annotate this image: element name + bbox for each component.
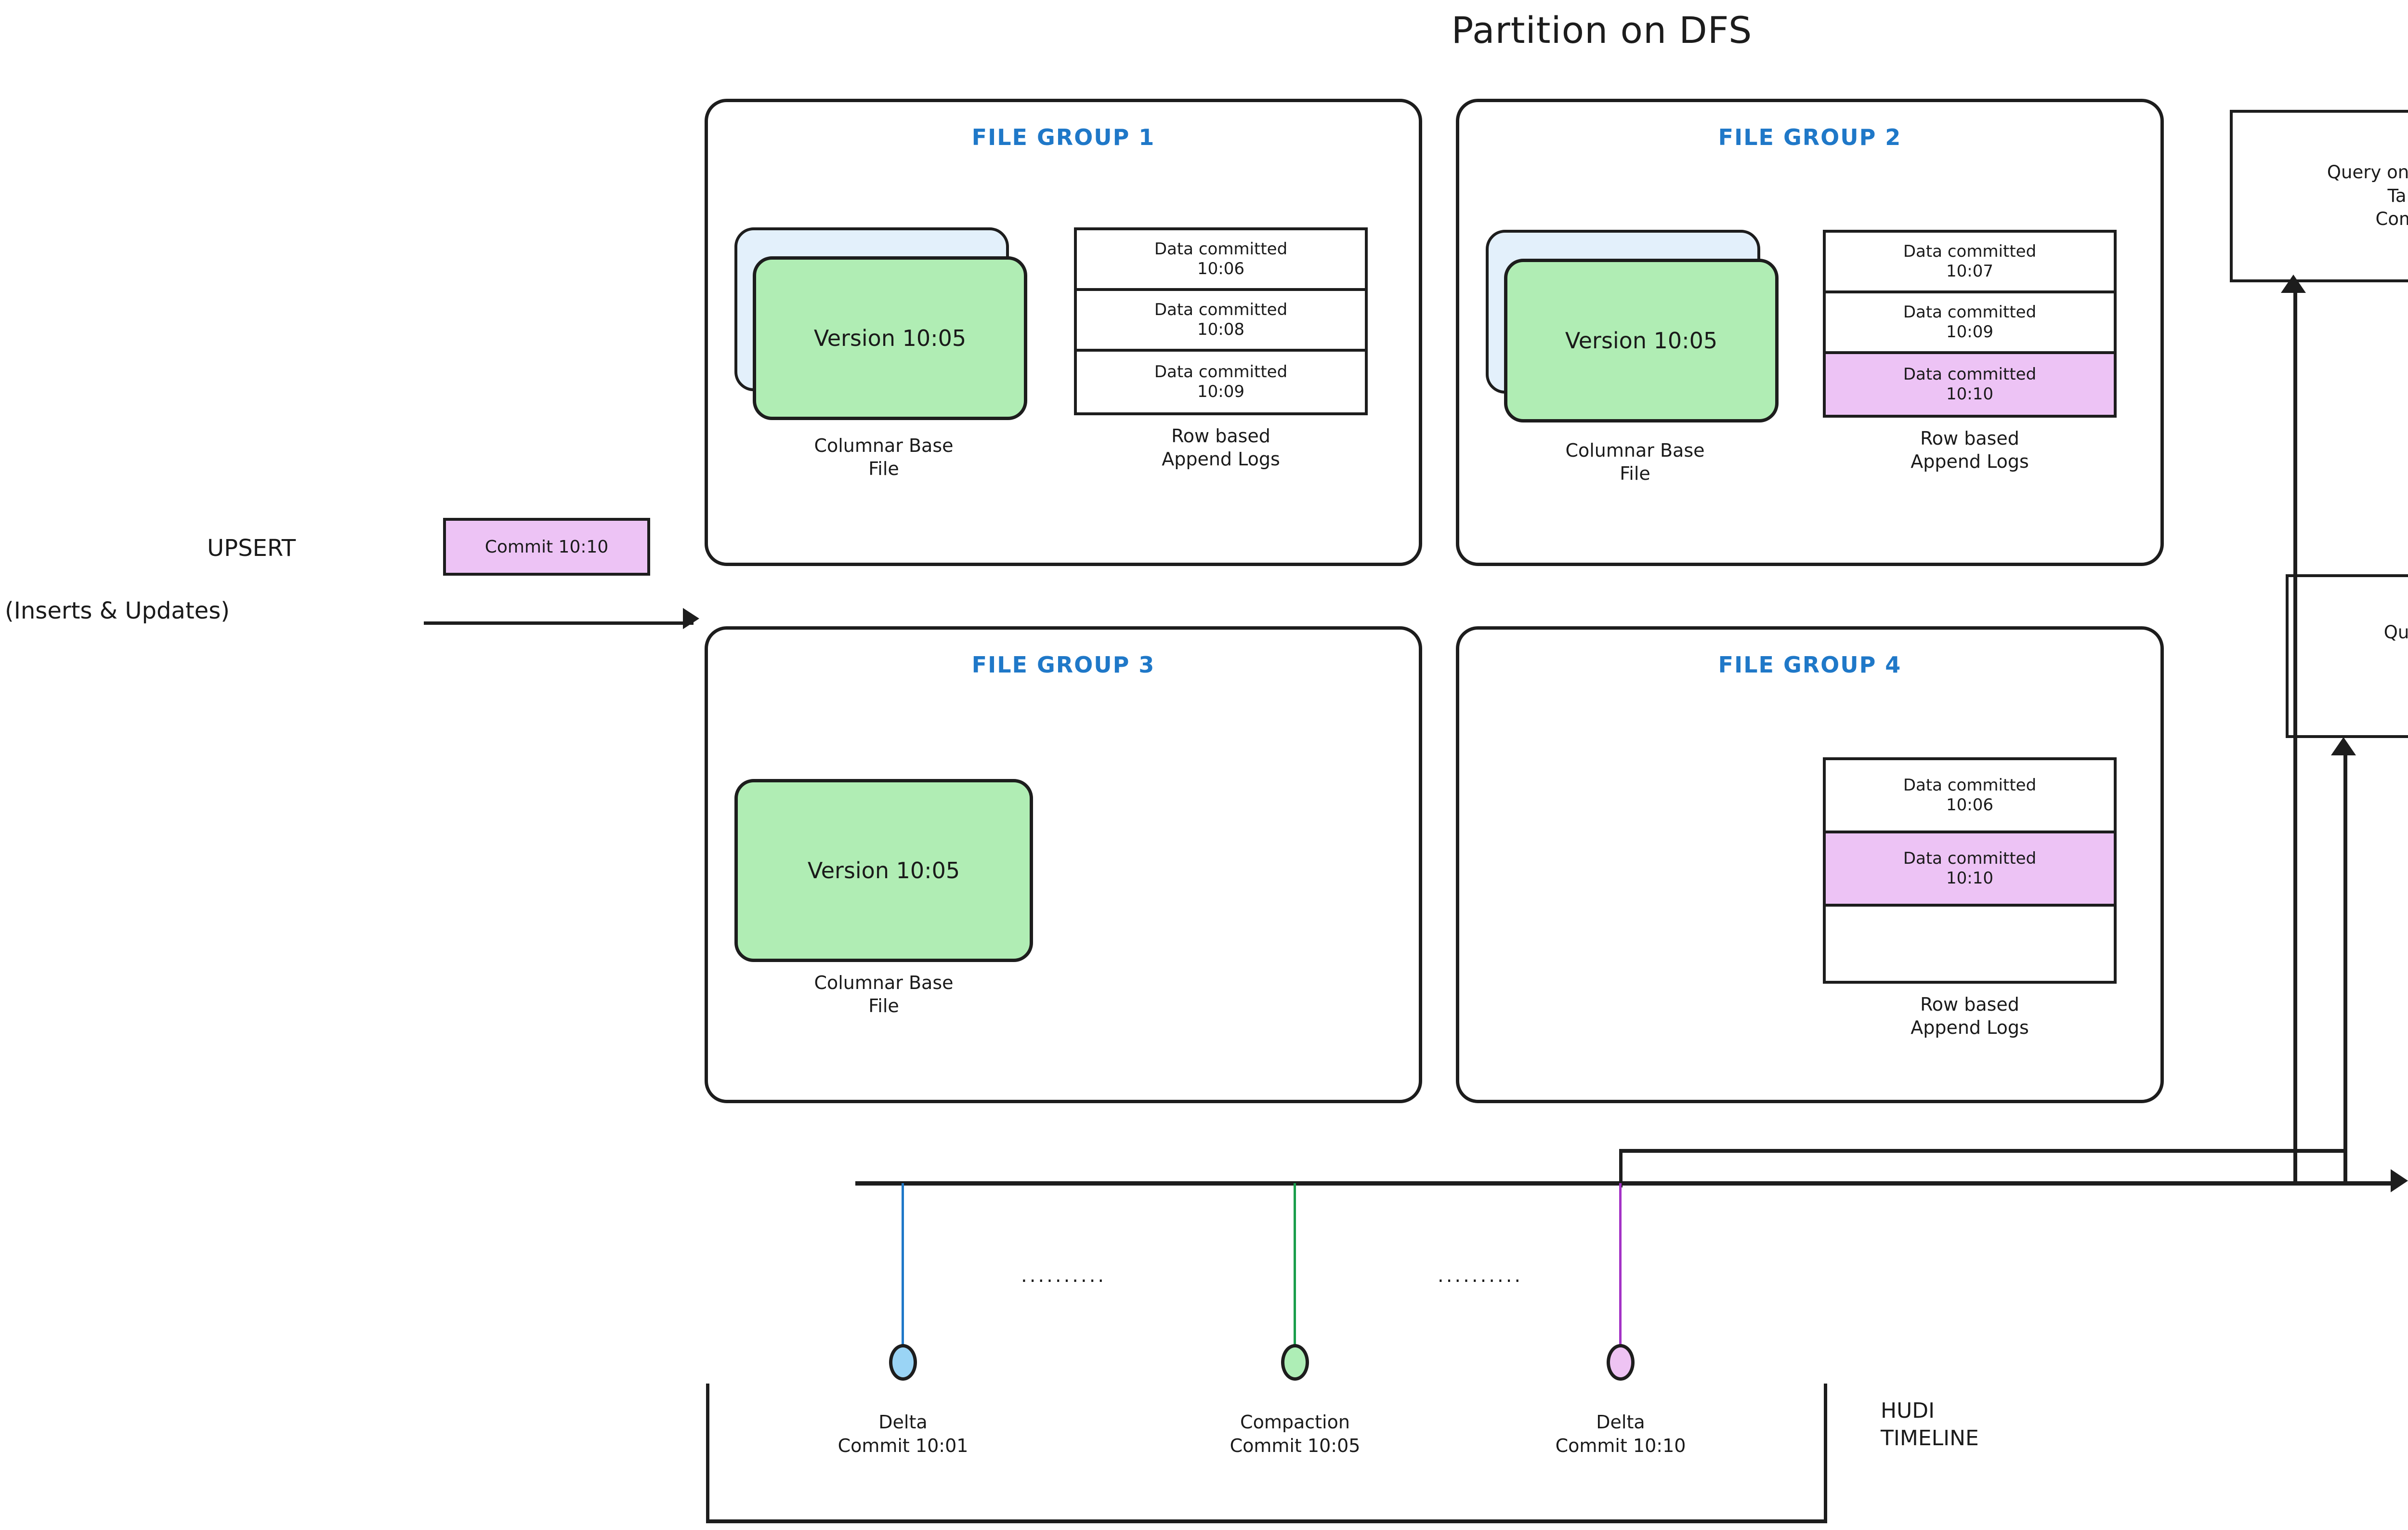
query-near-real-time-box: Query on Near Real-Time Table AFTER Comm… — [2286, 574, 2408, 738]
arrow-to-near-real-time-stem — [2343, 752, 2347, 1181]
base-file-front: Version 10:05 — [1504, 259, 1779, 422]
file-group-4-logs-caption: Row based Append Logs — [1911, 994, 2029, 1038]
timeline-dot-compaction-1005 — [1281, 1344, 1309, 1381]
hudi-timeline-label: HUDI TIMELINE — [1881, 1398, 1979, 1451]
file-group-3-base-caption: Columnar Base File — [814, 972, 954, 1016]
file-group-2-title: FILE GROUP 2 — [1718, 124, 1902, 150]
arrow-to-read-optimized-stem — [2293, 289, 2297, 1181]
base-file-front: Version 10:05 — [734, 779, 1033, 962]
query-ro-line-3: Commit 10:10 — [2376, 208, 2408, 231]
timeline-stem-2 — [1294, 1183, 1296, 1345]
file-group-2-base-caption: Columnar Base File — [1565, 440, 1705, 484]
timeline-label-2: Compaction Commit 10:05 — [1230, 1411, 1361, 1457]
query-read-optimized-box: Query on Read Optimized Table AFTER Comm… — [2230, 110, 2408, 282]
timeline-dot-delta-1001 — [889, 1344, 917, 1381]
query-nrt-line-1: Query on Near Real-Time — [2383, 621, 2408, 643]
timeline-separator-dots-2: .......... — [1438, 1265, 1523, 1287]
file-group-1-logs-caption: Row based Append Logs — [1162, 425, 1280, 470]
upsert-sublabel: (Inserts & Updates) — [5, 597, 230, 624]
file-group-2-card: FILE GROUP 2 Version 10:05 Columnar Base… — [1456, 99, 2164, 566]
timeline-label-3: Delta Commit 10:10 — [1555, 1411, 1686, 1457]
file-group-2-logs-caption: Row based Append Logs — [1911, 428, 2029, 472]
file-group-1-title: FILE GROUP 1 — [971, 124, 1155, 150]
timeline-axis — [855, 1181, 2395, 1186]
upsert-label: UPSERT — [207, 535, 296, 562]
file-group-1-base-file: Version 10:05 — [734, 227, 1033, 425]
query-ro-line-2: Table AFTER — [2387, 185, 2408, 206]
file-group-2-base-file: Version 10:05 — [1486, 230, 1784, 427]
base-file-version-label: Version 10:05 — [807, 857, 960, 884]
delta-commit-elbow-horizontal — [1619, 1149, 2347, 1153]
timeline-bracket — [706, 1384, 1827, 1523]
delta-commit-elbow-riser — [2343, 1149, 2347, 1183]
file-group-1-card: FILE GROUP 1 Version 10:05 Columnar Base… — [705, 99, 1422, 566]
query-ro-line-1: Query on Read Optimized — [2327, 161, 2408, 183]
file-group-4-title: FILE GROUP 4 — [1718, 652, 1902, 678]
timeline-separator-dots-1: .......... — [1021, 1265, 1107, 1287]
delta-commit-elbow-vertical — [1619, 1151, 1623, 1187]
upsert-arrow-line — [424, 621, 694, 625]
commit-chip: Commit 10:10 — [443, 518, 650, 576]
arrow-to-near-real-time-head — [2331, 737, 2356, 755]
file-group-1-base-caption: Columnar Base File — [814, 435, 954, 479]
query-ro-commit-prefix: Commit — [2375, 209, 2408, 230]
timeline-stem-1 — [902, 1183, 904, 1345]
timeline-stem-3 — [1619, 1183, 1622, 1345]
timeline-axis-arrow-head — [2391, 1169, 2408, 1192]
timeline-dot-delta-1010 — [1607, 1344, 1635, 1381]
timeline-label-1: Delta Commit 10:01 — [838, 1411, 968, 1457]
base-file-front: Version 10:05 — [753, 256, 1027, 420]
file-group-3-card: FILE GROUP 3 Version 10:05 Columnar Base… — [705, 626, 1422, 1103]
file-group-3-title: FILE GROUP 3 — [971, 652, 1155, 678]
base-file-version-label: Version 10:05 — [1565, 328, 1718, 354]
file-group-3-base-file: Version 10:05 — [734, 779, 1033, 962]
page-title: Partition on DFS — [1451, 9, 1753, 52]
log-row-empty — [1826, 907, 2114, 980]
upsert-arrow-head — [683, 608, 699, 629]
arrow-to-read-optimized-head — [2281, 275, 2306, 293]
base-file-version-label: Version 10:05 — [813, 325, 967, 351]
